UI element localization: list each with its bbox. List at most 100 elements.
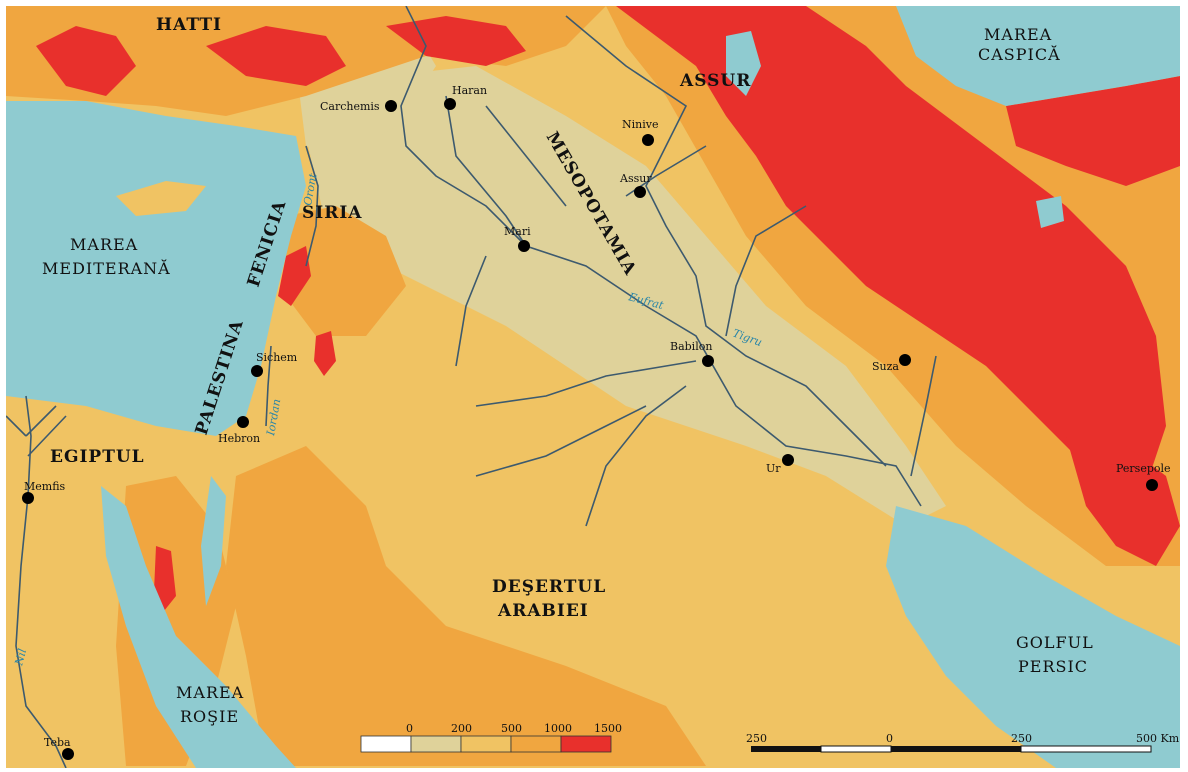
scale-tick-3: 500 Km: [1136, 732, 1180, 745]
city-dot-suza: [899, 354, 911, 366]
upland-levant: [286, 206, 406, 336]
scale-tick-1: 0: [886, 732, 893, 745]
gulf-of-aqaba: [201, 476, 226, 606]
region-label-egiptul: EGIPTUL: [50, 447, 145, 467]
scale-segment-4: [1020, 745, 1152, 753]
region-label-siria: SIRIA: [302, 203, 363, 223]
region-label-assur: ASSUR: [679, 71, 751, 91]
wadi-2: [475, 360, 697, 407]
city-label-sichem: Sichem: [256, 351, 298, 364]
lake-van: [726, 31, 761, 96]
legend-swatch-4: [560, 735, 612, 753]
legend-tick-1: 200: [451, 722, 472, 735]
region-label-desert-line1: DEŞERTUL: [492, 577, 606, 597]
map-canvas: 0 200 500 1000 1500 250 0 250 500 Km Car…: [6, 6, 1180, 768]
city-label-teba: Teba: [44, 736, 71, 749]
scale-segment-2: [820, 745, 892, 753]
legend-swatch-0: [360, 735, 412, 753]
river-jordan: [265, 345, 272, 427]
peak-levant: [278, 246, 311, 306]
city-label-carchemis: Carchemis: [320, 100, 380, 113]
city-label-suza: Suza: [872, 360, 899, 373]
river-tigris: [565, 15, 887, 467]
city-label-hebron: Hebron: [218, 432, 260, 445]
city-label-assur: Assur: [619, 172, 652, 185]
sea-label-caspica-2: CASPICĂ: [978, 44, 1061, 64]
scale-segment-1: [751, 746, 821, 752]
river-khabur: [445, 95, 527, 247]
city-label-mari: Mari: [504, 225, 531, 238]
peak-zagros: [616, 6, 1166, 486]
region-label-hatti: HATTI: [156, 15, 222, 35]
river-label-nil: Nil: [12, 647, 29, 668]
persian-gulf: [886, 506, 1180, 768]
river-orontes: [305, 145, 319, 267]
sea-label-rosie-1: MAREA: [176, 683, 244, 702]
city-dot-ur: [782, 454, 794, 466]
scale-bar: 250 0 250 500 Km: [746, 732, 1180, 753]
sea-label-rosie-2: ROŞIE: [180, 707, 239, 726]
river-balikh: [485, 105, 567, 207]
sea-label-persic-2: PERSIC: [1018, 657, 1088, 676]
legend-tick-3: 1000: [544, 722, 572, 735]
legend-tick-0: 0: [406, 722, 413, 735]
city-label-ur: Ur: [766, 462, 781, 475]
city-dot-teba: [62, 748, 74, 760]
upland-arabia: [226, 446, 706, 766]
cyprus: [116, 181, 206, 216]
city-dot-sichem: [251, 365, 263, 377]
peak-jordan: [314, 331, 336, 376]
sea-label-med-2: MEDITERANĂ: [42, 258, 171, 278]
river-label-iordan: Iordan: [264, 398, 283, 438]
river-lines: [6, 6, 937, 768]
wadi-4: [585, 385, 687, 527]
city-markers: [22, 98, 1158, 760]
red-sea: [101, 486, 296, 768]
city-dot-persepole: [1146, 479, 1158, 491]
river-diyala: [725, 205, 807, 337]
elevation-legend: 0 200 500 1000 1500: [360, 722, 622, 753]
peak-caspian-rim: [1006, 76, 1180, 186]
lowland-mesopotamia: [306, 66, 946, 526]
peak-sinai: [154, 546, 176, 611]
region-label-desert-line2: ARABIEI: [497, 601, 589, 621]
peak-persepolis: [1066, 436, 1180, 566]
river-karun: [910, 355, 937, 477]
sea-label-persic-1: GOLFUL: [1016, 633, 1094, 652]
nile-delta: [6, 405, 67, 457]
city-dot-mari: [518, 240, 530, 252]
river-nile: [15, 395, 67, 768]
legend-tick-4: 1500: [594, 722, 622, 735]
legend-swatch-3: [510, 735, 562, 753]
city-dot-babilon: [702, 355, 714, 367]
city-dot-carchemis: [385, 100, 397, 112]
city-dot-haran: [444, 98, 456, 110]
legend-tick-2: 500: [501, 722, 522, 735]
wadi-1: [455, 255, 487, 367]
scale-segment-3: [891, 746, 1021, 752]
city-dot-hebron: [237, 416, 249, 428]
city-label-haran: Haran: [452, 84, 487, 97]
city-dot-assur: [634, 186, 646, 198]
mediterranean-sea: [6, 101, 306, 436]
scale-tick-0: 250: [746, 732, 767, 745]
scale-tick-2: 250: [1011, 732, 1032, 745]
wadi-3: [475, 405, 647, 477]
peak-anatolia-2: [206, 26, 346, 86]
sea-label-med-1: MAREA: [70, 235, 138, 254]
peak-anatolia-3: [386, 16, 526, 66]
city-label-ninive: Ninive: [622, 118, 658, 131]
caspian-sea: [896, 6, 1180, 106]
city-label-persepole: Persepole: [1116, 462, 1171, 475]
river-euphrates: [400, 6, 922, 507]
city-dot-memfis: [22, 492, 34, 504]
peak-anatolia-1: [36, 26, 136, 96]
city-label-babilon: Babilon: [670, 340, 712, 353]
city-label-memfis: Memfis: [24, 480, 66, 493]
city-dot-ninive: [642, 134, 654, 146]
lake-urmia: [1036, 196, 1064, 228]
river-label-orontes: Oront: [301, 172, 320, 207]
legend-swatch-1: [410, 735, 462, 753]
sea-label-caspica-1: MAREA: [984, 25, 1052, 44]
legend-swatch-2: [460, 735, 512, 753]
